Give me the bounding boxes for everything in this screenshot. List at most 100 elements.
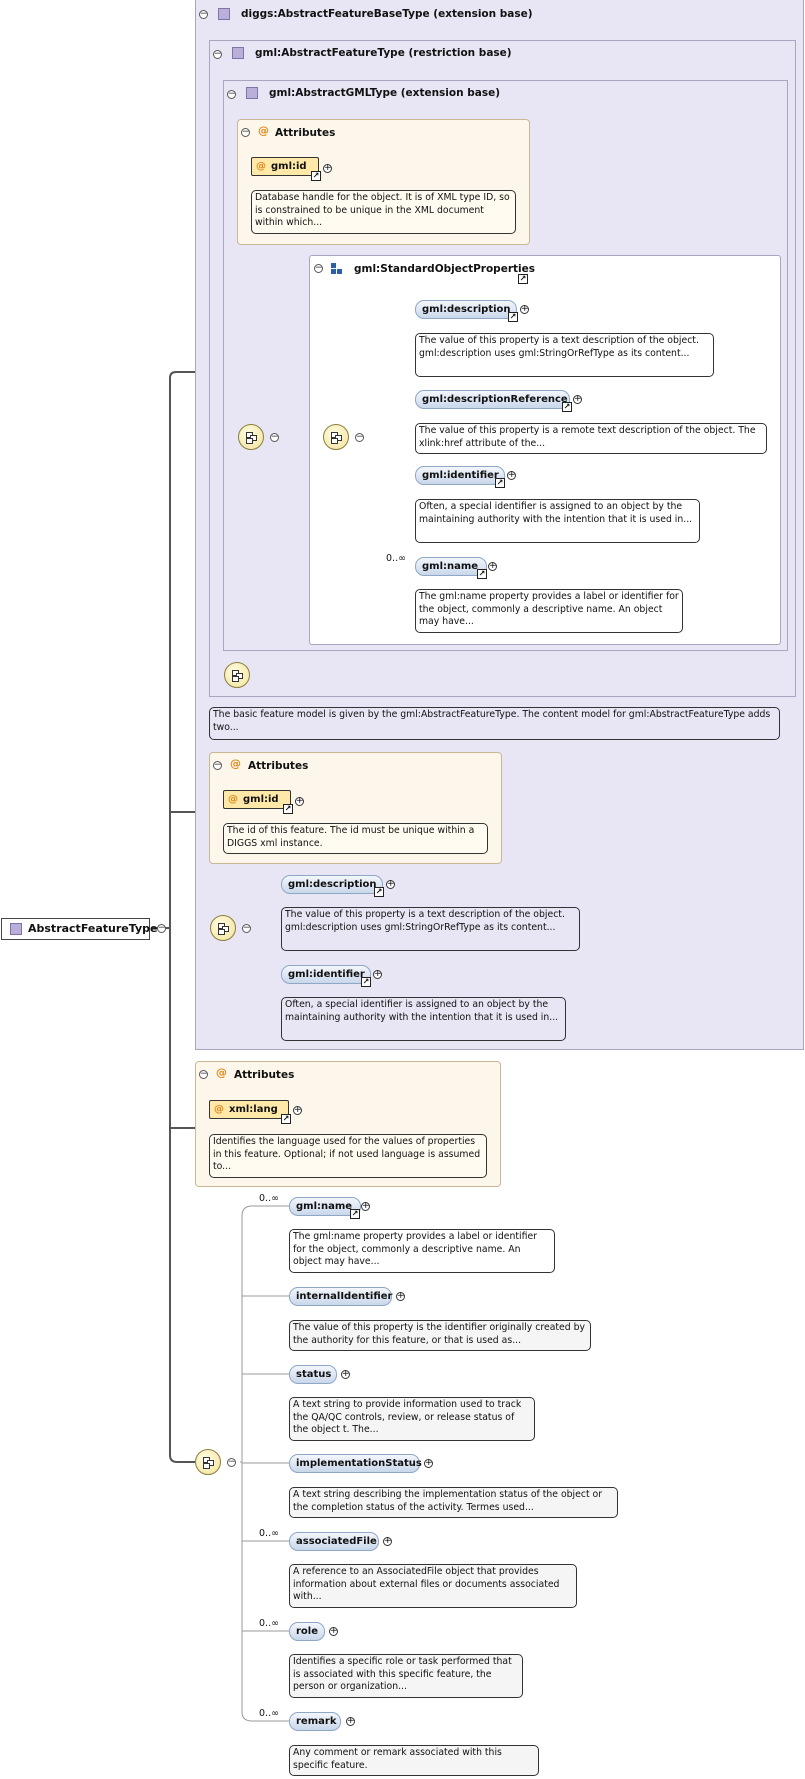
- attribute-gml-id[interactable]: @gml:id: [251, 157, 319, 176]
- element-doc: The value of this property is a text des…: [281, 907, 580, 951]
- expand-plus-icon[interactable]: +: [396, 1291, 405, 1301]
- attributes-label: Attributes: [275, 127, 336, 139]
- expand-plus-icon[interactable]: +: [323, 163, 332, 173]
- expand-plus-icon[interactable]: +: [295, 796, 304, 806]
- element-doc: Often, a special identifier is assigned …: [281, 997, 566, 1041]
- attribute-doc: Database handle for the object. It is of…: [251, 190, 516, 234]
- element-gml-name[interactable]: gml:name: [289, 1197, 361, 1216]
- element-doc: A text string describing the implementat…: [289, 1487, 618, 1518]
- cardinality-label: 0..∞: [259, 1618, 279, 1629]
- collapse-icon[interactable]: −: [199, 9, 208, 19]
- reference-arrow-icon[interactable]: ↗: [281, 1114, 291, 1124]
- sequence-compositor-icon[interactable]: [224, 662, 250, 688]
- group-label[interactable]: gml:StandardObjectProperties: [354, 263, 535, 275]
- expand-plus-icon[interactable]: +: [520, 304, 529, 314]
- complex-type-icon: [232, 47, 244, 59]
- expand-plus-icon[interactable]: +: [346, 1716, 355, 1726]
- reference-arrow-icon[interactable]: ↗: [283, 804, 293, 814]
- attribute-gml-id[interactable]: @gml:id: [223, 790, 291, 809]
- attribute-icon: @: [216, 1066, 227, 1079]
- collapse-icon[interactable]: −: [314, 263, 323, 273]
- expand-plus-icon[interactable]: +: [424, 1458, 433, 1468]
- reference-arrow-icon[interactable]: ↗: [361, 977, 371, 987]
- attribute-name: gml:id: [271, 161, 307, 172]
- complex-type-icon: [246, 87, 258, 99]
- element-gml-description[interactable]: gml:description: [281, 875, 383, 894]
- element-doc: The value of this property is the identi…: [289, 1320, 591, 1351]
- reference-arrow-icon[interactable]: ↗: [562, 402, 572, 412]
- element-doc: The gml:name property provides a label o…: [415, 589, 683, 633]
- cardinality-label: 0..∞: [259, 1708, 279, 1719]
- restriction-doc: The basic feature model is given by the …: [209, 707, 780, 740]
- expand-plus-icon[interactable]: +: [383, 1536, 392, 1546]
- extension-gml-type-label: gml:AbstractGMLType (extension base): [269, 87, 501, 99]
- complex-type-icon: [218, 8, 230, 20]
- element-implementation-status[interactable]: implementationStatus: [289, 1454, 422, 1473]
- element-doc: Identifies a specific role or task perfo…: [289, 1654, 523, 1698]
- sequence-compositor-icon[interactable]: [195, 1449, 221, 1475]
- collapse-icon[interactable]: −: [157, 923, 166, 933]
- collapse-icon[interactable]: −: [355, 432, 364, 442]
- expand-plus-icon[interactable]: +: [488, 561, 497, 571]
- expand-plus-icon[interactable]: +: [293, 1105, 302, 1115]
- collapse-icon[interactable]: −: [227, 89, 236, 99]
- collapse-icon[interactable]: −: [227, 1457, 236, 1467]
- element-associated-file[interactable]: associatedFile: [289, 1532, 379, 1551]
- collapse-icon[interactable]: −: [270, 432, 279, 442]
- element-gml-identifier[interactable]: gml:identifier: [415, 466, 505, 485]
- expand-plus-icon[interactable]: +: [373, 969, 382, 979]
- attribute-xml-lang[interactable]: @xml:lang: [209, 1100, 289, 1119]
- expand-plus-icon[interactable]: +: [573, 394, 582, 404]
- reference-arrow-icon[interactable]: ↗: [508, 312, 518, 322]
- collapse-icon[interactable]: −: [242, 923, 251, 933]
- element-doc: A text string to provide information use…: [289, 1397, 535, 1441]
- collapse-icon[interactable]: −: [199, 1069, 208, 1079]
- collapse-icon[interactable]: −: [241, 127, 250, 137]
- complex-type-icon: [10, 923, 22, 935]
- element-doc: Any comment or remark associated with th…: [289, 1745, 539, 1776]
- attribute-icon: @: [258, 124, 269, 137]
- reference-arrow-icon[interactable]: ↗: [495, 478, 505, 488]
- element-doc: The value of this property is a remote t…: [415, 423, 767, 454]
- expand-plus-icon[interactable]: +: [386, 879, 395, 889]
- cardinality-label: 0..∞: [386, 553, 406, 564]
- element-internal-identifier[interactable]: internalIdentifier: [289, 1287, 392, 1306]
- sequence-compositor-icon[interactable]: [323, 424, 349, 450]
- collapse-icon[interactable]: −: [213, 49, 222, 59]
- expand-plus-icon[interactable]: +: [329, 1626, 338, 1636]
- expand-plus-icon[interactable]: +: [507, 470, 516, 480]
- element-gml-description[interactable]: gml:description: [415, 300, 517, 319]
- element-status[interactable]: status: [289, 1365, 337, 1384]
- cardinality-label: 0..∞: [259, 1528, 279, 1539]
- element-doc: Often, a special identifier is assigned …: [415, 499, 700, 543]
- root-element[interactable]: AbstractFeatureType: [1, 918, 157, 940]
- element-doc: A reference to an AssociatedFile object …: [289, 1564, 577, 1608]
- attribute-doc: Identifies the language used for the val…: [209, 1134, 487, 1178]
- expand-plus-icon[interactable]: +: [341, 1369, 350, 1379]
- extension-diggs-label: diggs:AbstractFeatureBaseType (extension…: [241, 8, 533, 20]
- cardinality-label: 0..∞: [259, 1193, 279, 1204]
- group-icon: [331, 263, 343, 275]
- collapse-icon[interactable]: −: [213, 760, 222, 770]
- attributes-label: Attributes: [234, 1069, 295, 1081]
- reference-arrow-icon[interactable]: ↗: [350, 1209, 360, 1219]
- attribute-name: gml:id: [243, 794, 279, 805]
- reference-arrow-icon[interactable]: ↗: [311, 171, 321, 181]
- reference-arrow-icon[interactable]: ↗: [518, 274, 528, 284]
- root-element-label: AbstractFeatureType: [28, 922, 158, 935]
- restriction-gml-feature-label: gml:AbstractFeatureType (restriction bas…: [255, 47, 512, 59]
- element-gml-description-reference[interactable]: gml:descriptionReference: [415, 390, 570, 409]
- sequence-compositor-icon[interactable]: [210, 915, 236, 941]
- element-gml-identifier[interactable]: gml:identifier: [281, 965, 371, 984]
- reference-arrow-icon[interactable]: ↗: [374, 887, 384, 897]
- attribute-name: xml:lang: [229, 1104, 278, 1115]
- attributes-label: Attributes: [248, 760, 309, 772]
- reference-arrow-icon[interactable]: ↗: [477, 569, 487, 579]
- element-doc: The value of this property is a text des…: [415, 333, 714, 377]
- element-role[interactable]: role: [289, 1622, 325, 1641]
- expand-plus-icon[interactable]: +: [361, 1201, 370, 1211]
- element-remark[interactable]: remark: [289, 1712, 341, 1731]
- element-doc: The gml:name property provides a label o…: [289, 1229, 555, 1273]
- element-gml-name[interactable]: gml:name: [415, 557, 487, 576]
- sequence-compositor-icon[interactable]: [238, 424, 264, 450]
